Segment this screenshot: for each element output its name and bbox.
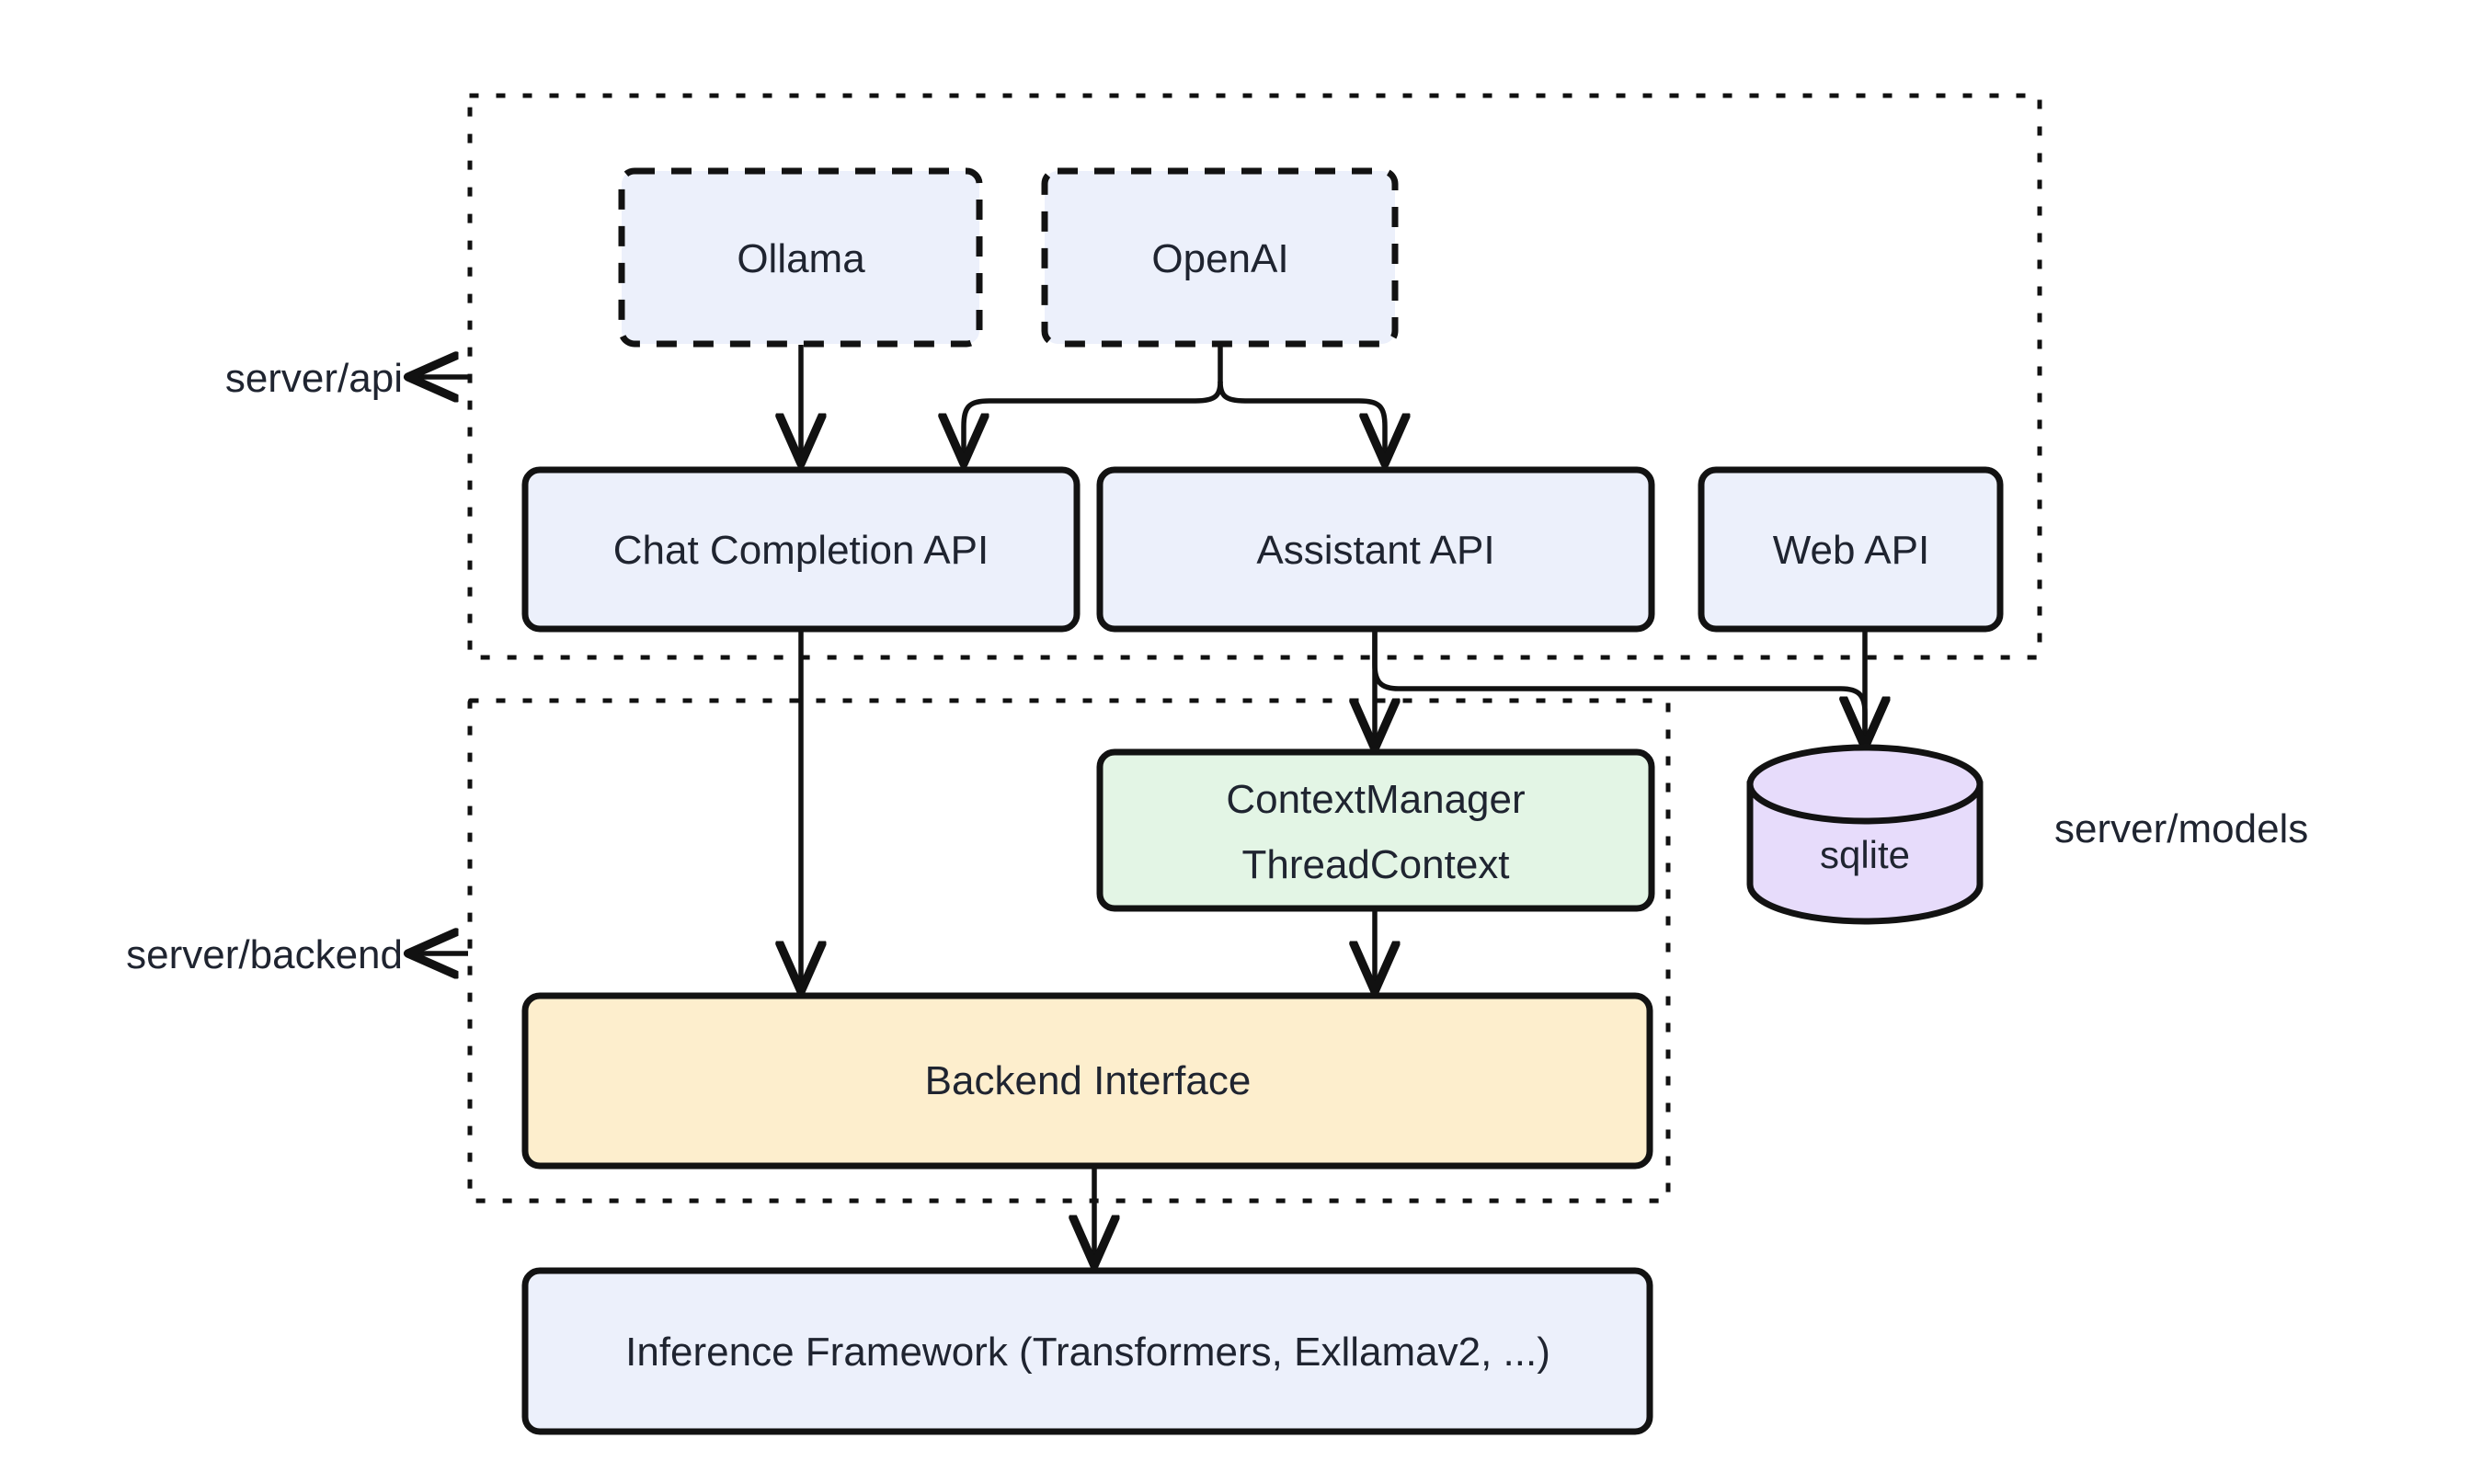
node-context-manager-label-line2: ThreadContext [1241,842,1509,887]
node-web-api[interactable]: Web API [1698,466,2004,633]
node-ollama-label: Ollama [737,236,865,281]
node-backend-interface[interactable]: Backend Interface [521,992,1653,1170]
group-label-server-backend: server/backend [126,932,403,977]
node-backend-interface-label: Backend Interface [925,1058,1252,1103]
edge-openai-to-assistant-api [1218,381,1385,460]
group-label-server-models: server/models [2054,806,2308,851]
node-context-manager-label-line1: ContextManager [1226,777,1525,822]
node-web-api-shape [1698,466,2004,633]
node-assistant-api-shape [1096,466,1655,633]
group-container-server-api [467,93,2042,660]
node-inference-framework-label: Inference Framework (Transformers, Exlla… [625,1330,1550,1375]
node-web-api-label: Web API [1773,528,1929,573]
node-sqlite-top [1746,744,1984,825]
node-chat-completion-api-label: Chat Completion API [613,528,989,573]
node-inference-framework[interactable]: Inference Framework (Transformers, Exlla… [521,1267,1653,1435]
edge-openai-to-chat-completion-api [964,381,1223,460]
node-context-manager[interactable]: ContextManager ThreadContext [1096,748,1655,912]
node-sqlite-label: sqlite [1820,833,1910,876]
node-assistant-api[interactable]: Assistant API [1096,466,1655,633]
group-container-server-backend [467,698,1671,1204]
node-chat-completion-api[interactable]: Chat Completion API [521,466,1081,633]
edge-assistant-api-to-sqlite [1372,629,1865,743]
node-sqlite[interactable]: sqlite [1746,744,1984,925]
node-inference-framework-shape [521,1267,1653,1435]
node-openai-shape [1041,167,1399,348]
group-label-server-api: server/api [225,356,403,401]
node-backend-interface-shape [521,992,1653,1170]
node-ollama-shape [618,167,983,348]
node-assistant-api-label: Assistant API [1256,528,1494,573]
node-chat-completion-api-shape [521,466,1081,633]
node-ollama[interactable]: Ollama [618,167,983,348]
node-openai[interactable]: OpenAI [1041,167,1399,348]
node-openai-label: OpenAI [1151,236,1288,281]
node-context-manager-shape [1096,748,1655,912]
